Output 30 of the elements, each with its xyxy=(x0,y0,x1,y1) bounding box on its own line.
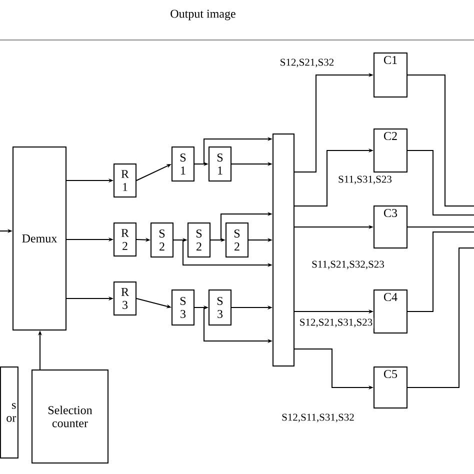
channel-box: C3 xyxy=(374,206,408,248)
generator-box: s or xyxy=(0,366,18,458)
line xyxy=(407,150,474,216)
edge-label: S12,S21,S31,S23 xyxy=(298,318,374,328)
collector-box xyxy=(272,134,294,366)
channel-box: C5 xyxy=(374,366,408,408)
edge-label: S12,S21,S32 xyxy=(278,58,336,68)
edge-label: S11,S21,S32,S23 xyxy=(310,260,386,270)
stage-box: S 1 xyxy=(208,146,232,182)
channel-box: C1 xyxy=(374,52,408,98)
demux-box: Demux xyxy=(12,146,66,330)
channel-box: C4 xyxy=(374,290,408,334)
stage-box: S 2 xyxy=(226,222,248,258)
edge-label: S12,S11,S31,S32 xyxy=(280,412,356,424)
counter-box: Selection counter xyxy=(32,370,108,464)
register-box: R 1 xyxy=(114,164,136,198)
edge-label: S11,S31,S23 xyxy=(337,174,393,186)
stage-box: S 1 xyxy=(172,146,194,182)
stage-box: S 3 xyxy=(172,290,194,326)
register-box: R 2 xyxy=(114,222,136,256)
heading: Output image xyxy=(170,10,236,20)
stage-box: S 3 xyxy=(208,290,232,326)
line xyxy=(407,232,474,312)
line xyxy=(407,226,474,228)
line xyxy=(407,74,474,206)
channel-box: C2 xyxy=(374,128,408,172)
stage-box: S 2 xyxy=(188,222,210,258)
stage-box: S 2 xyxy=(150,222,174,258)
register-box: R 3 xyxy=(114,282,136,316)
line xyxy=(407,248,474,388)
